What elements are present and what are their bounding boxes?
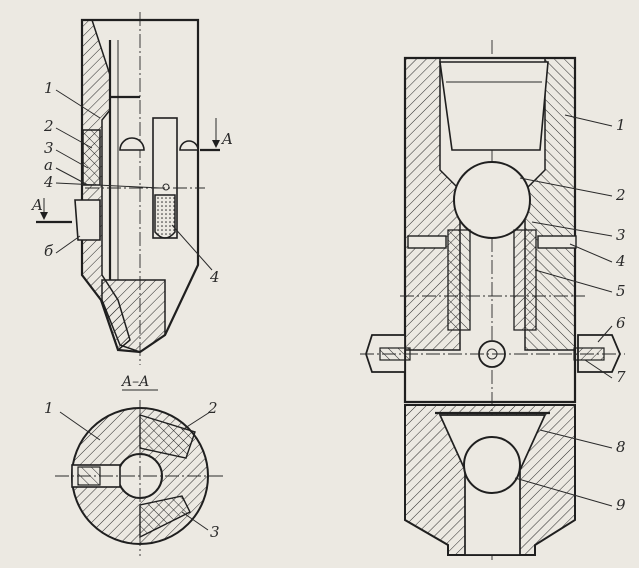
label-r1: 1 — [616, 116, 626, 134]
section-pin-upper — [139, 414, 196, 459]
leader-r6 — [597, 325, 613, 343]
label-r2: 2 — [615, 186, 626, 204]
leader-4 — [55, 182, 161, 189]
section-arrow-lower-head — [40, 212, 48, 220]
left-pad-b — [74, 199, 101, 241]
sleeve-right — [513, 229, 537, 331]
left-insert — [82, 129, 101, 186]
leader-a — [55, 167, 89, 186]
top-cone-bore — [439, 61, 549, 151]
label-r9: 9 — [616, 496, 626, 514]
section-title: A–A — [120, 374, 149, 390]
label-l2: 2 — [43, 117, 54, 135]
right-view — [360, 40, 625, 560]
leader-s1 — [59, 411, 101, 441]
bolt-left — [407, 235, 447, 249]
cutter-pin — [162, 183, 170, 191]
leader-s3 — [181, 511, 209, 531]
cutter-4 — [154, 194, 176, 239]
section-letter-upper: A — [220, 130, 233, 148]
leader-r3 — [531, 221, 613, 237]
leader-r7 — [584, 359, 613, 379]
leader-s2 — [181, 411, 211, 431]
leader-b — [55, 235, 81, 254]
section-view — [55, 400, 225, 556]
label-r3: 3 — [616, 226, 626, 244]
label-lb: б — [44, 242, 54, 260]
label-s3: 3 — [210, 523, 220, 541]
leader-r5 — [534, 269, 613, 293]
leader-r2 — [519, 177, 613, 197]
left-view — [36, 12, 220, 365]
right-upper-right-wall — [524, 57, 576, 351]
ball-2 — [453, 161, 531, 239]
label-l4: 4 — [43, 173, 54, 191]
label-r8: 8 — [616, 438, 626, 456]
leader-r1 — [564, 114, 613, 127]
label-l1: 1 — [44, 79, 54, 97]
leader-2 — [55, 127, 93, 149]
label-s2: 2 — [207, 399, 218, 417]
leader-r4 — [569, 243, 613, 263]
leader-1 — [55, 89, 101, 119]
bolt-right — [537, 235, 577, 249]
sleeve-left — [447, 229, 471, 331]
section-arrow-upper-head — [212, 140, 220, 148]
label-l3: 3 — [44, 139, 54, 157]
right-bolt-head — [179, 140, 199, 151]
label-r7: 7 — [616, 368, 626, 386]
label-r5: 5 — [616, 282, 626, 300]
label-r4: 4 — [615, 252, 626, 270]
leader-r8 — [539, 429, 613, 449]
section-letter-lower: A — [30, 196, 43, 214]
leader-r9 — [514, 477, 613, 507]
label-s1: 1 — [44, 399, 54, 417]
leader-4b — [171, 224, 213, 271]
label-la: a — [44, 156, 53, 174]
leader-3 — [55, 149, 89, 169]
left-bottom-cone — [101, 279, 166, 353]
left-bolt-head — [119, 137, 145, 151]
ball-9 — [463, 436, 521, 494]
label-l4b: 4 — [209, 268, 220, 286]
label-r6: 6 — [616, 314, 626, 332]
